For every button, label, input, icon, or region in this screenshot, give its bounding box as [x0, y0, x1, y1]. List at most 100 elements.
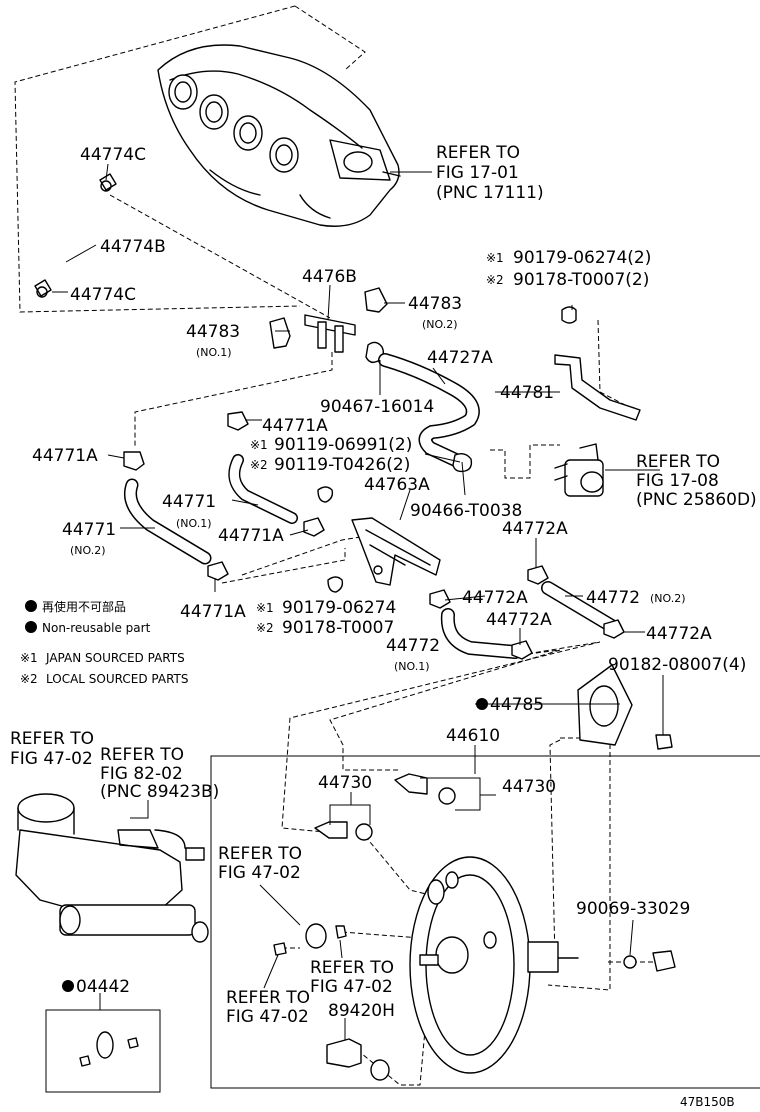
refer-fig-82-02-line3: (PNC 89423B)	[100, 782, 219, 802]
nut-90182-08007	[655, 734, 673, 750]
label-90182-08007-4: 90182-08007(4)	[608, 655, 746, 675]
legend-mark1: ※1	[20, 651, 38, 665]
label-44772-no1: 44772	[386, 636, 440, 656]
mark1-b: ※1	[250, 438, 268, 452]
refer-fig-47-02-c-line2: FIG 47-02	[310, 977, 393, 997]
bracket-44763a	[317, 486, 441, 593]
refer-fig-47-02-d-line2: FIG 47-02	[226, 1007, 309, 1027]
mark2-c: ※2	[256, 621, 274, 635]
clips-44772a	[429, 565, 625, 660]
label-44771-no1: 44771	[162, 492, 216, 512]
legend-local-sourced: LOCAL SOURCED PARTS	[46, 672, 188, 686]
clips-44771a	[123, 411, 325, 581]
legend: 再使用不可部品 Non-reusable part ※1 JAPAN SOURC…	[20, 599, 188, 686]
label-44771-no2-sub: (NO.2)	[70, 544, 106, 557]
label-44783-right-sub: (NO.2)	[422, 318, 458, 331]
label-90179-06274-2: 90179-06274(2)	[513, 248, 651, 268]
label-04442: 04442	[76, 977, 130, 997]
label-44774b: 44774B	[100, 237, 166, 257]
refer-fig-17-01-line2: FIG 17-01	[436, 163, 519, 183]
label-44772-no2-sub: (NO.2)	[650, 592, 686, 605]
legend-dot-en	[25, 621, 37, 633]
label-44772a-2: 44772A	[462, 588, 528, 608]
mark2-b: ※2	[250, 458, 268, 472]
label-90119-t0426-2: 90119-T0426(2)	[274, 455, 410, 475]
vacuum-hose-44772-no2	[541, 581, 622, 635]
misc-small-seals	[273, 923, 347, 956]
legend-dot-jp	[25, 600, 37, 612]
refer-fig-47-02-a-line1: REFER TO	[10, 729, 94, 749]
label-44771-no2: 44771	[62, 520, 116, 540]
refer-fig-17-01-line3: (PNC 17111)	[436, 183, 544, 203]
bracket-44781	[554, 306, 641, 421]
label-44727a: 44727A	[427, 348, 493, 368]
label-44772-no1-sub: (NO.1)	[394, 660, 430, 673]
repair-kit-frame	[45, 1009, 161, 1093]
refer-fig-17-08-line2: FIG 17-08	[636, 471, 719, 491]
label-leaders	[52, 163, 664, 1040]
refer-fig-82-02-line1: REFER TO	[100, 745, 184, 765]
label-44783-right: 44783	[408, 294, 462, 314]
label-44785: 44785	[490, 695, 544, 715]
label-44783-left-sub: (NO.1)	[196, 346, 232, 359]
vacuum-hose-44772-no1	[440, 608, 522, 659]
label-44771a-left: 44771A	[32, 446, 98, 466]
refer-fig-47-02-c-line1: REFER TO	[310, 958, 394, 978]
legend-nonreusable-jp: 再使用不可部品	[42, 599, 126, 614]
label-44730-right: 44730	[502, 777, 556, 797]
refer-fig-17-08-line3: (PNC 25860D)	[636, 490, 757, 510]
label-44772a-4: 44772A	[646, 624, 712, 644]
vsv-valve	[554, 443, 604, 497]
vacuum-hose-44774b	[30, 170, 117, 298]
mark1-c: ※1	[256, 601, 274, 615]
nonreusable-dot-04442	[62, 980, 74, 992]
mark1-a: ※1	[486, 251, 504, 265]
refer-fig-17-08-line1: REFER TO	[636, 452, 720, 472]
repair-kit-04442-parts	[79, 1031, 139, 1067]
label-90467-16014: 90467-16014	[320, 397, 434, 417]
check-valve-44730-left	[314, 821, 373, 841]
label-44771a-1: 44771A	[262, 416, 328, 436]
legend-mark2: ※2	[20, 672, 38, 686]
dashed-connection-lines	[14, 5, 660, 1086]
label-4476b: 4476B	[302, 267, 357, 287]
label-44772-no2: 44772	[586, 588, 640, 608]
label-90178-t0007: 90178-T0007	[282, 618, 394, 638]
refer-fig-47-02-b-line1: REFER TO	[218, 844, 302, 864]
refer-fig-47-02-b-line2: FIG 47-02	[218, 863, 301, 883]
label-44771a-bottom: 44771A	[180, 602, 246, 622]
intake-manifold	[157, 44, 401, 227]
refer-fig-47-02-d-line1: REFER TO	[226, 988, 310, 1008]
label-44730-left: 44730	[318, 773, 372, 793]
label-89420h: 89420H	[328, 1001, 395, 1021]
part-labels: 44774C 44774B 44774C REFER TO FIG 17-01 …	[10, 143, 757, 1027]
nonreusable-dot-44785	[476, 698, 488, 710]
booster-assembly-frame	[210, 755, 760, 1089]
refer-fig-82-02-line2: FIG 82-02	[100, 764, 183, 784]
master-cylinder	[15, 793, 209, 943]
label-44610: 44610	[446, 726, 500, 746]
figure-code: 47B150B	[680, 1095, 735, 1109]
mark2-a: ※2	[486, 273, 504, 287]
refer-fig-47-02-a-line2: FIG 47-02	[10, 749, 93, 769]
vacuum-hose-44771-no2	[124, 478, 212, 565]
label-90466-t0038: 90466-T0038	[410, 501, 522, 521]
label-44774c-bottom: 44774C	[70, 285, 136, 305]
label-90179-06274: 90179-06274	[282, 598, 396, 618]
label-44763a: 44763A	[364, 475, 430, 495]
sensor-89420h	[326, 1038, 390, 1081]
legend-japan-sourced: JAPAN SOURCED PARTS	[45, 651, 185, 665]
label-44771a-mid: 44771A	[218, 526, 284, 546]
label-90069-33029: 90069-33029	[576, 899, 690, 919]
label-44783-left: 44783	[186, 322, 240, 342]
label-90178-t0007-2: 90178-T0007(2)	[513, 270, 649, 290]
legend-nonreusable-en: Non-reusable part	[42, 621, 151, 635]
check-valve-44730-right	[394, 773, 456, 805]
gasket-44785	[577, 664, 633, 746]
label-90119-06991-2: 90119-06991(2)	[274, 435, 412, 455]
refer-fig-17-01-line1: REFER TO	[436, 143, 520, 163]
label-44781: 44781	[500, 383, 554, 403]
label-44772a-1: 44772A	[502, 519, 568, 539]
vacuum-hose-44771-no1	[228, 454, 298, 524]
